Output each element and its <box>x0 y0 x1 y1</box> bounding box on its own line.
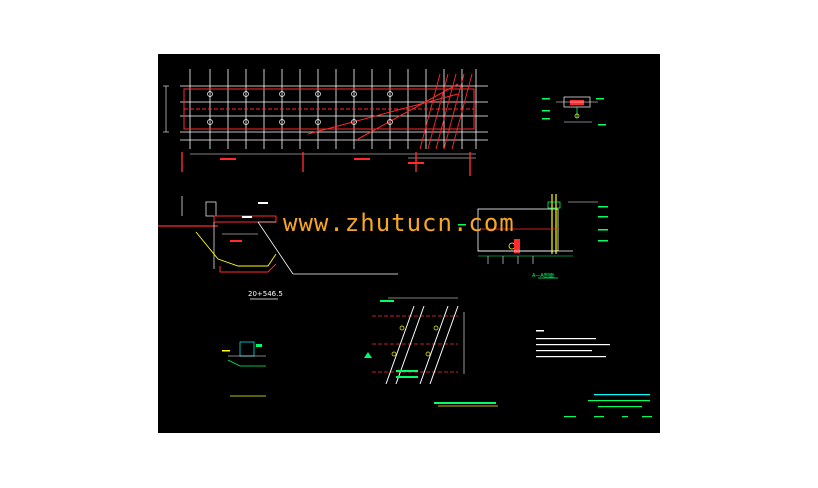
cross-section-view <box>158 196 398 300</box>
plan-view <box>163 69 488 176</box>
section-a-a-view <box>458 194 608 279</box>
skew-pile-plan <box>364 297 498 407</box>
notes-block <box>536 330 610 358</box>
cad-drawing <box>158 69 652 418</box>
cad-drawing-canvas: www.zhutucn.com 20+546.5 A—A剖面 <box>158 54 660 433</box>
pile-cap-detail <box>542 96 606 126</box>
section-a-a-label: A—A剖面 <box>532 273 554 279</box>
small-node-detail <box>222 341 266 397</box>
watermark-text: www.zhutucn.com <box>283 209 515 237</box>
section-station-label: 20+546.5 <box>248 290 283 298</box>
title-block <box>564 394 652 418</box>
